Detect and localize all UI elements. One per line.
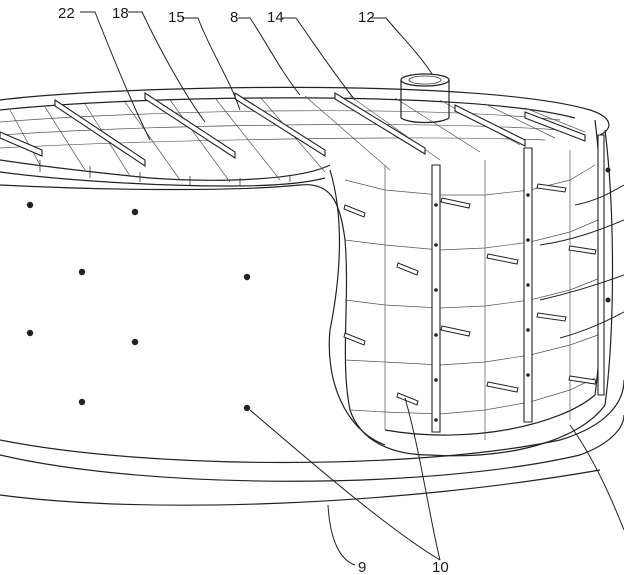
label-14: 14 bbox=[267, 9, 284, 26]
deck-ribs bbox=[0, 91, 586, 168]
inner-holes bbox=[26, 201, 251, 412]
top-deck bbox=[0, 86, 610, 187]
outer-wall bbox=[343, 119, 614, 457]
wall-grid bbox=[344, 150, 601, 440]
label-8: 8 bbox=[230, 9, 238, 26]
deck-edge-ticks bbox=[39, 160, 291, 186]
label-10: 10 bbox=[432, 559, 449, 575]
label-leaders bbox=[80, 11, 441, 566]
label-12: 12 bbox=[358, 9, 375, 26]
label-22: 22 bbox=[58, 5, 75, 22]
wall-bolts bbox=[343, 183, 597, 406]
right-leaders bbox=[539, 184, 624, 531]
cutaway-wall bbox=[0, 169, 431, 456]
label-9: 9 bbox=[358, 559, 366, 575]
label-15: 15 bbox=[168, 9, 185, 26]
label-18: 18 bbox=[112, 5, 129, 22]
deck-grid bbox=[0, 95, 586, 183]
stiffeners bbox=[431, 134, 605, 433]
pipe bbox=[400, 73, 450, 124]
wall-rivets bbox=[434, 167, 611, 422]
